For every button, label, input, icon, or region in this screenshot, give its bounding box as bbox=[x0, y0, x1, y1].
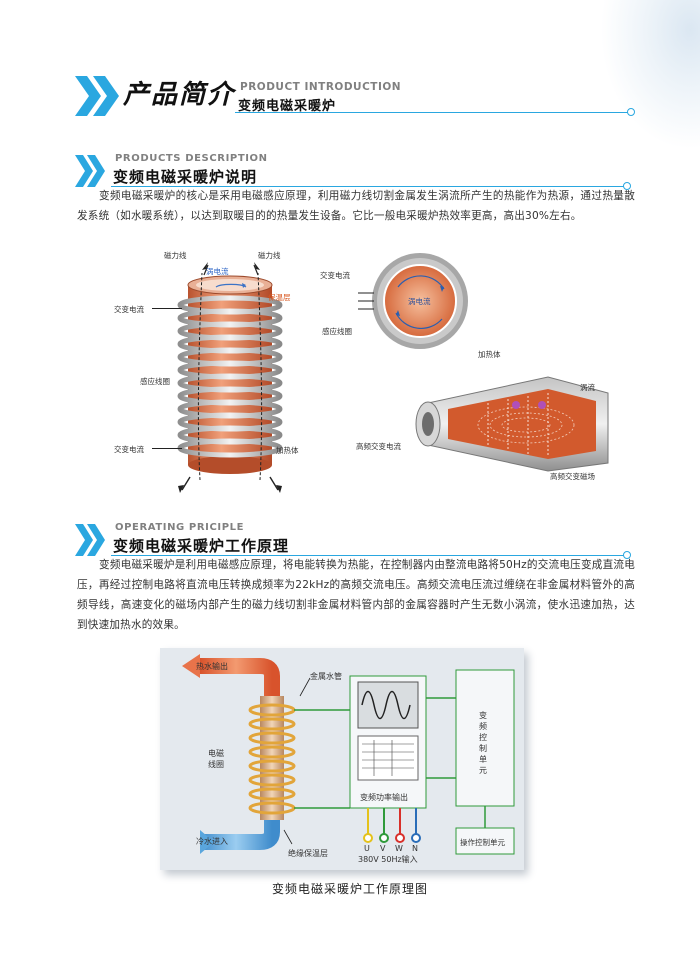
label-hot-water-out: 热水输出 bbox=[196, 662, 228, 671]
section1-title-cn: 变频电磁采暖炉说明 bbox=[113, 168, 258, 186]
coil-cross-section-diagram bbox=[358, 253, 468, 349]
label-insulation-layer: 保温层 bbox=[268, 293, 291, 302]
chevron-double-icon bbox=[75, 76, 119, 116]
label-cone-hf-field: 高频交变磁场 bbox=[550, 472, 595, 481]
header-title-cn: 产品简介 bbox=[123, 80, 236, 110]
label-magnetic-line-right: 磁力线 bbox=[258, 251, 281, 260]
label-control-unit: 变频控制单元 bbox=[479, 711, 487, 775]
header-underline-tip bbox=[627, 108, 635, 116]
label-metal-pipe: 金属水管 bbox=[310, 672, 342, 681]
figure2-caption: 变频电磁采暖炉工作原理图 bbox=[271, 882, 428, 896]
section2-heading: OPERATING PRICIPLE 变频电磁采暖炉工作原理 bbox=[75, 521, 635, 561]
label-ac-current-top: 交变电流 bbox=[114, 305, 144, 314]
section2-title-en: OPERATING PRICIPLE bbox=[115, 522, 245, 533]
label-cone-eddy: 涡流 bbox=[580, 383, 595, 392]
figure-working-principle: 热水输出 金属水管 电磁 线圈 冷水进入 绝缘保温层 变频功率输出 变频控制单元… bbox=[160, 648, 524, 870]
label-magnetic-line-left: 磁力线 bbox=[164, 251, 187, 260]
label-cone-hf-current: 高频交变电流 bbox=[356, 442, 401, 451]
chevron-double-icon bbox=[75, 155, 105, 187]
section2-title-cn: 变频电磁采暖炉工作原理 bbox=[113, 537, 290, 555]
header-title-en: PRODUCT INTRODUCTION bbox=[240, 81, 402, 93]
principle-diagram-graphics bbox=[182, 654, 515, 855]
label-phase-v: V bbox=[380, 844, 386, 853]
label-power-input: 380V 50Hz输入 bbox=[358, 855, 418, 864]
section1-underline-tip bbox=[623, 182, 631, 190]
section2-underline-tip bbox=[623, 551, 631, 559]
header: 产品简介 PRODUCT INTRODUCTION 变频电磁采暖炉 bbox=[75, 70, 635, 120]
section2-underline bbox=[111, 555, 625, 556]
label-circle-induction-coil: 感应线圈 bbox=[322, 327, 352, 336]
section1-underline bbox=[111, 186, 625, 187]
label-cone-heater: 加热体 bbox=[478, 350, 501, 359]
label-inverter-output: 变频功率输出 bbox=[360, 793, 408, 802]
label-eddy-current: 涡电流 bbox=[206, 267, 229, 276]
background-decoration bbox=[600, 0, 700, 150]
section1-heading: PRODUCTS DESCRIPTION 变频电磁采暖炉说明 bbox=[75, 152, 635, 192]
label-phase-n: N bbox=[412, 844, 418, 853]
label-cold-water-in: 冷水进入 bbox=[196, 837, 228, 846]
label-insulation: 绝缘保温层 bbox=[288, 849, 328, 858]
label-circle-eddy: 涡电流 bbox=[408, 297, 431, 306]
header-underline bbox=[235, 112, 631, 113]
label-induction-coil: 感应线圈 bbox=[140, 377, 170, 386]
chevron-double-icon bbox=[75, 524, 105, 556]
label-circle-ac-current: 交变电流 bbox=[320, 271, 350, 280]
arrow-ac-top bbox=[152, 308, 182, 309]
section2-paragraph: 变频电磁采暖炉是利用电磁感应原理，将电能转换为热能，在控制器内由整流电路将50H… bbox=[77, 559, 635, 631]
label-operation-unit: 操作控制单元 bbox=[460, 838, 505, 847]
label-phase-w: W bbox=[395, 844, 403, 853]
label-phase-u: U bbox=[364, 844, 370, 853]
label-ac-current-bottom: 交变电流 bbox=[114, 445, 144, 454]
figure-induction-diagrams: 磁力线 磁力线 涡电流 保温层 交变电流 感应线圈 交变电流 加热体 交变电流 … bbox=[100, 245, 620, 495]
label-em-coil: 电磁 线圈 bbox=[208, 749, 224, 769]
coil-cylinder-diagram bbox=[177, 262, 283, 493]
heater-cone-diagram bbox=[415, 376, 609, 472]
arrow-ac-bottom bbox=[152, 448, 182, 449]
section1-paragraph: 变频电磁采暖炉的核心是采用电磁感应原理，利用磁力线切割金属发生涡流所产生的热能作… bbox=[77, 190, 635, 222]
section1-title-en: PRODUCTS DESCRIPTION bbox=[115, 153, 268, 164]
header-subtitle-cn: 变频电磁采暖炉 bbox=[238, 99, 337, 114]
label-heater-body: 加热体 bbox=[276, 446, 299, 455]
